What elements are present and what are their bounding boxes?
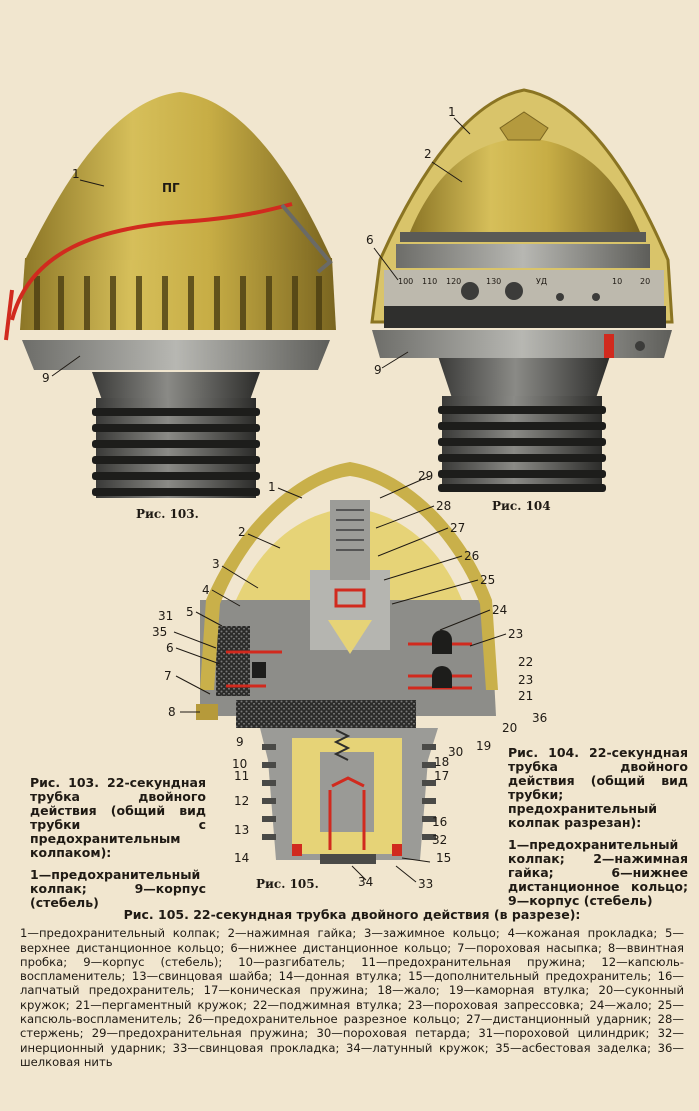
fig105-callout-14: 14 — [234, 851, 249, 865]
fig103-callout-1: 1 — [72, 167, 80, 181]
fig104-scale-100: 100 — [398, 277, 413, 286]
fig105-callout-30: 30 — [448, 745, 463, 759]
fig105-callout-27: 27 — [450, 521, 465, 535]
fig105-legend: Рис. 105. 22-секундная трубка двойного д… — [20, 907, 684, 1069]
fig104-scale: 100 110 120 130 УД 10 20 — [398, 277, 650, 286]
fig103-body — [22, 340, 330, 370]
fig103-caption-parts: 1—предохранительный колпак; 9—корпус (ст… — [30, 867, 206, 910]
fig105-callout-23: 23 — [508, 627, 523, 641]
fig104-scale-20: 20 — [640, 277, 650, 286]
fig105-callout-5: 5 — [186, 605, 194, 619]
fig105-callout-2: 2 — [238, 525, 246, 539]
figure-105-drawing — [196, 462, 498, 864]
fig104-scale-ud: УД — [536, 277, 547, 286]
fig105-callout-17: 17 — [434, 769, 449, 783]
fig105-callout-36: 36 — [532, 711, 547, 725]
fig105-callout-10: 10 — [232, 757, 247, 771]
fig105-callout-32: 32 — [432, 833, 447, 847]
fig104-scale-10: 10 — [612, 277, 622, 286]
fig105-callout-4: 4 — [202, 583, 210, 597]
fig105-callout-33: 33 — [418, 877, 433, 891]
fig105-callout-7: 7 — [164, 669, 172, 683]
fig104-scale-130: 130 — [486, 277, 501, 286]
fig105-callout-6: 6 — [166, 641, 174, 655]
fig105-callout-29: 29 — [418, 469, 433, 483]
fig104-callout-9: 9 — [374, 363, 382, 377]
fig105-callout-21: 21 — [518, 689, 533, 703]
fig104-label: Рис. 104 — [492, 499, 551, 513]
legend-title: Рис. 105. 22-секундная трубка двойного д… — [123, 907, 581, 922]
fig105-callout-16: 16 — [432, 815, 447, 829]
fig105-callout-22: 22 — [518, 655, 533, 669]
fig104-scale-110: 110 — [422, 277, 437, 286]
fig105-callout-13: 13 — [234, 823, 249, 837]
fig105-callout-1: 1 — [268, 480, 276, 494]
fig104-caption-title: Рис. 104. 22-секундная трубка двойного д… — [508, 745, 688, 830]
figure-103-drawing — [4, 92, 336, 498]
fig103-caption-title: Рис. 103. 22-секундная трубка двойного д… — [30, 775, 206, 860]
fig105-callout-19: 19 — [476, 739, 491, 753]
fig103-label: Рис. 103. — [136, 507, 199, 521]
fig104-callout-6: 6 — [366, 233, 374, 247]
fig104-scale-120: 120 — [446, 277, 461, 286]
fig105-callout-25: 25 — [480, 573, 495, 587]
fig103-cap-mark: ПГ — [162, 181, 180, 195]
fig104-caption: Рис. 104. 22-секундная трубка двойного д… — [508, 746, 688, 908]
fig105-callout-9: 9 — [236, 735, 244, 749]
fig105-callout-28: 28 — [436, 499, 451, 513]
fig105-callout-24: 24 — [492, 603, 507, 617]
fig105-callout-20: 20 — [502, 721, 517, 735]
fig103-ring — [20, 258, 336, 330]
fig105-callout-31: 31 — [158, 609, 173, 623]
fig103-callout-9: 9 — [42, 371, 50, 385]
fig103-caption: Рис. 103. 22-секундная трубка двойного д… — [30, 776, 206, 910]
figure-104-drawing — [370, 88, 674, 492]
fig105-callout-35: 35 — [152, 625, 167, 639]
fig105-callout-23b: 23 — [518, 673, 533, 687]
fig105-callout-12: 12 — [234, 794, 249, 808]
fig105-callout-26: 26 — [464, 549, 479, 563]
fig104-callout-1: 1 — [448, 105, 456, 119]
fig104-callout-2: 2 — [424, 147, 432, 161]
fig105-callout-15: 15 — [436, 851, 451, 865]
fig105-callouts: 1 2 3 4 5 31 35 6 7 8 9 10 11 12 13 14 2… — [152, 469, 547, 891]
fig105-callout-18: 18 — [434, 755, 449, 769]
legend-text: 1—предохранительный колпак; 2—нажимная г… — [20, 926, 684, 1069]
fig103-thread — [92, 372, 260, 498]
fig105-callout-11: 11 — [234, 769, 249, 783]
fig103-cap — [25, 92, 332, 260]
fig105-label: Рис. 105. — [256, 877, 319, 891]
fig105-callout-8: 8 — [168, 705, 176, 719]
fig105-callout-34: 34 — [358, 875, 373, 889]
fig105-callout-3: 3 — [212, 557, 220, 571]
fig104-caption-parts: 1—предохранительный колпак; 2—нажимная г… — [508, 837, 688, 908]
